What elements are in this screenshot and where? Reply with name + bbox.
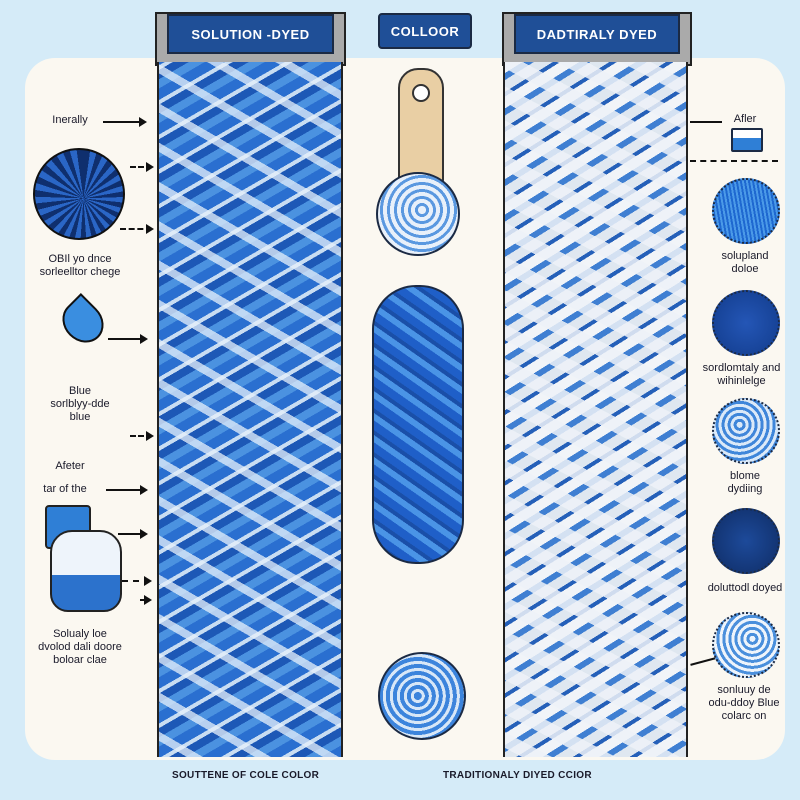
drop-caption-line: sorlblyy-dde bbox=[50, 398, 110, 410]
solution-dyed-weave bbox=[157, 62, 343, 757]
dashed-arrow-icon bbox=[120, 224, 154, 234]
swatch-5 bbox=[712, 612, 780, 678]
window-icon bbox=[731, 128, 763, 152]
swatch-1 bbox=[712, 178, 780, 244]
swatch-4-caption: doluttodl doyed bbox=[707, 582, 783, 594]
dashed-arrow-icon bbox=[130, 431, 154, 441]
label-after-right: Afler bbox=[733, 113, 757, 125]
drop-caption: Blue sorlblyy-dde blue bbox=[20, 385, 140, 424]
tag-icon bbox=[398, 68, 444, 182]
yarn-caption-line: OBIl yo dnce bbox=[48, 253, 112, 265]
header-colour: COLLOOR bbox=[378, 13, 472, 49]
yarn-caption: OBIl yo dnce sorleelltor chege bbox=[20, 253, 140, 279]
swatch-4 bbox=[712, 508, 780, 574]
swatch-2-caption: sordlomtaly and wihinlelge bbox=[683, 362, 800, 388]
arrow-right-icon bbox=[118, 529, 148, 539]
swatch-caption-line: wihinlelge bbox=[717, 375, 766, 387]
drop-caption-line: Blue bbox=[68, 385, 92, 397]
header-solution-dyed: SOLUTION -DYED bbox=[167, 14, 334, 54]
swatch-5-caption: sonluuy de odu-ddoy Blue colarc on bbox=[688, 684, 800, 723]
swatch-caption-line: blome bbox=[730, 470, 760, 482]
header-traditionally-dyed: DADTIRALY DYED bbox=[514, 14, 680, 54]
swatch-3-caption: blome dydiing bbox=[690, 470, 800, 496]
bottom-label-left: SOUTTENE OF COLE COLOR bbox=[172, 770, 320, 781]
jar-icon bbox=[50, 530, 122, 612]
jar-caption-line: boloar clae bbox=[53, 654, 107, 666]
dark-yarn-ball-icon bbox=[33, 148, 125, 240]
swatch-3 bbox=[712, 398, 780, 464]
jar-caption-line: Solualy loe bbox=[53, 628, 107, 640]
label-inerally: Inerally bbox=[52, 114, 88, 126]
swatch-2 bbox=[712, 290, 780, 356]
jar-caption-line: dvolod dali doore bbox=[38, 641, 122, 653]
header-right-frame: DADTIRALY DYED bbox=[502, 12, 692, 66]
arrow-right-icon bbox=[103, 117, 147, 127]
drop-caption-line: blue bbox=[69, 411, 91, 423]
dashed-arrow-icon bbox=[130, 162, 154, 172]
swatch-caption-line: doloe bbox=[731, 263, 759, 275]
label-after: Afeter bbox=[55, 460, 85, 472]
swatch-caption-line: sonluuy de bbox=[717, 684, 771, 696]
traditionally-dyed-weave bbox=[503, 62, 688, 757]
jar-caption: Solualy loe dvolod dali doore boloar cla… bbox=[20, 628, 140, 667]
bottom-label-right: TRADITIONALY DIYED CCIOR bbox=[443, 770, 592, 781]
header-left-frame: SOLUTION -DYED bbox=[155, 12, 346, 66]
swatch-1-caption: solupland doloe bbox=[690, 250, 800, 276]
swatch-caption-line: sordlomtaly and bbox=[702, 362, 781, 374]
connector-line bbox=[690, 121, 722, 123]
yarn-ball-bottom-icon bbox=[378, 652, 466, 740]
swatch-caption-line: odu-ddoy Blue bbox=[708, 697, 780, 709]
yarn-caption-line: sorleelltor chege bbox=[39, 266, 121, 278]
dashed-divider bbox=[690, 160, 778, 162]
dashed-arrow-icon bbox=[140, 595, 152, 605]
braid-icon bbox=[372, 285, 464, 564]
swatch-caption-line: dydiing bbox=[727, 483, 763, 495]
arrow-right-icon bbox=[106, 485, 148, 495]
label-after-sub: tar of the bbox=[43, 483, 87, 495]
yarn-ball-light-icon bbox=[376, 172, 460, 256]
double-arrow-icon bbox=[108, 334, 148, 344]
swatch-caption-line: solupland bbox=[721, 250, 769, 262]
swatch-caption-line: colarc on bbox=[721, 710, 767, 722]
dashed-arrow-icon bbox=[122, 576, 152, 586]
